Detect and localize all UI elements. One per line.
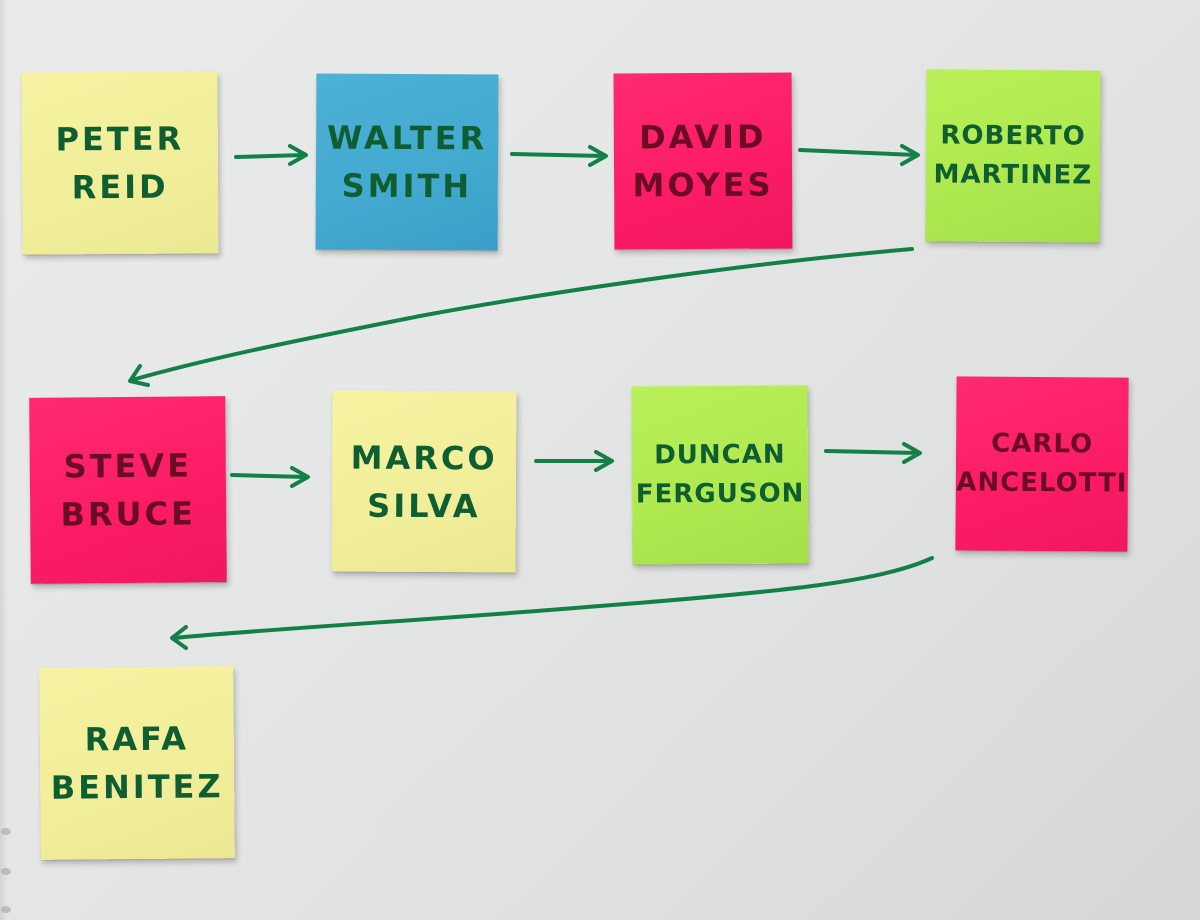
note-line: SMITH bbox=[341, 166, 473, 206]
note-line: SILVA bbox=[367, 486, 481, 525]
binding-hole bbox=[1, 868, 11, 875]
note-line: FERGUSON bbox=[635, 478, 805, 510]
note-walter-smith: WALTER SMITH bbox=[315, 73, 499, 251]
note-line: MOYES bbox=[632, 165, 774, 205]
note-steve-bruce: STEVE BRUCE bbox=[29, 396, 227, 584]
arrow-walter-to-david bbox=[510, 145, 608, 167]
arrow-steve-to-marco bbox=[230, 466, 310, 488]
note-line: BENITEZ bbox=[50, 767, 224, 807]
note-line: ANCELOTTI bbox=[956, 467, 1128, 499]
note-line: RAFA bbox=[84, 719, 190, 759]
note-line: ROBERTO bbox=[940, 120, 1086, 152]
note-line: PETER bbox=[55, 119, 185, 159]
arrow-marco-to-duncan bbox=[534, 450, 614, 472]
arrow-peter-to-walter bbox=[234, 144, 308, 166]
note-line: DAVID bbox=[639, 117, 767, 157]
note-david-moyes: DAVID MOYES bbox=[613, 72, 793, 250]
note-marco-silva: MARCO SILVA bbox=[331, 390, 517, 573]
note-line: STEVE bbox=[63, 446, 193, 486]
note-peter-reid: PETER REID bbox=[21, 71, 219, 255]
note-line: MARTINEZ bbox=[933, 159, 1093, 191]
binding-hole bbox=[1, 828, 11, 835]
note-line: REID bbox=[71, 167, 169, 207]
note-line: MARCO bbox=[350, 438, 498, 477]
note-carlo-ancelotti: CARLO ANCELOTTI bbox=[955, 376, 1129, 552]
note-rafa-benitez: RAFA BENITEZ bbox=[39, 666, 235, 860]
note-roberto-martinez: ROBERTO MARTINEZ bbox=[925, 69, 1101, 243]
note-duncan-ferguson: DUNCAN FERGUSON bbox=[631, 385, 809, 565]
note-line: WALTER bbox=[326, 118, 488, 158]
arrow-david-to-roberto bbox=[798, 144, 920, 166]
arrow-duncan-to-carlo bbox=[824, 442, 922, 464]
note-line: DUNCAN bbox=[654, 439, 786, 471]
note-line: CARLO bbox=[991, 428, 1094, 460]
arrow-roberto-to-steve bbox=[128, 247, 914, 387]
board-edge bbox=[0, 0, 8, 920]
binding-hole bbox=[1, 906, 11, 913]
note-line: BRUCE bbox=[60, 494, 197, 534]
arrow-carlo-to-rafa bbox=[170, 556, 934, 650]
